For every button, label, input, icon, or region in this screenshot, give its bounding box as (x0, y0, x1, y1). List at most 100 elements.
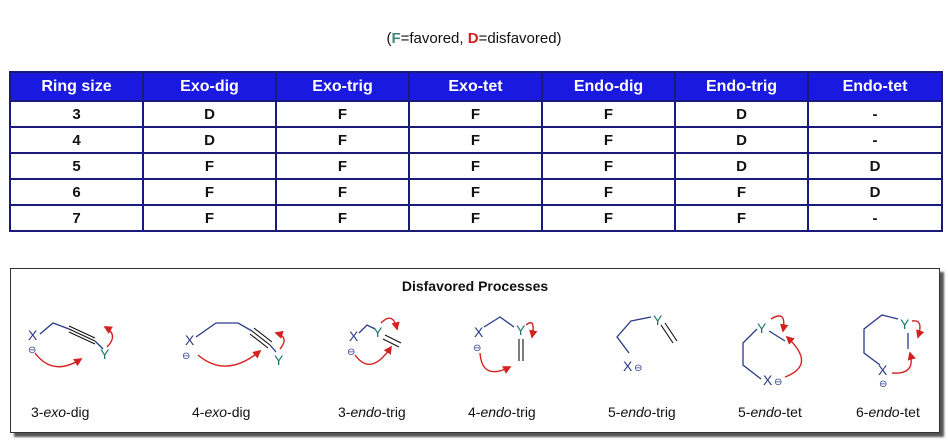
charge-symbol: ⊖ (473, 343, 481, 354)
table-cell: D (807, 178, 943, 206)
charge-symbol: ⊖ (634, 363, 642, 374)
atom-y: Y (100, 346, 110, 362)
table-cell: D (142, 100, 277, 128)
atom-y: Y (274, 352, 284, 368)
charge-symbol: ⊖ (182, 351, 190, 362)
arrow-curve (784, 335, 803, 378)
chain-bond (863, 314, 899, 366)
table-cell: D (674, 126, 809, 154)
bond (269, 344, 277, 353)
table-cell: F (541, 152, 676, 180)
legend-favored-key: F (391, 30, 401, 47)
ring-closure-table: Ring size Exo-dig Exo-trig Exo-tet Endo-… (9, 71, 943, 232)
table-cell: F (541, 178, 676, 206)
legend-disfavored-text: =disfavored) (478, 30, 562, 47)
atom-x: X (28, 327, 38, 343)
table-cell: D (674, 152, 809, 180)
triple-bond (68, 325, 96, 345)
legend-favored-text: =favored, (400, 30, 468, 47)
panel-title: Disfavored Processes (401, 278, 549, 294)
arrow-curve (770, 315, 789, 333)
double-bond (518, 339, 524, 361)
structure-5-endo-tet: Y X ⊖ (742, 315, 803, 388)
atom-y: Y (373, 324, 383, 340)
table-header-row: Ring size Exo-dig Exo-trig Exo-tet Endo-… (9, 71, 943, 102)
atom-y: Y (757, 320, 767, 336)
disfavored-processes-panel: Disfavored Processes X ⊖ Y X ⊖ Y X ⊖ Y (10, 268, 940, 433)
arrow-curve (274, 330, 285, 350)
table-cell: F (674, 204, 809, 232)
bond (94, 340, 104, 350)
arrow-curve (479, 352, 512, 374)
structure-4-endo-trig: X ⊖ Y (473, 316, 538, 374)
process-label: 6-endo-tet (856, 404, 920, 420)
ring-size-cell: 5 (9, 152, 144, 180)
process-label: 5-endo-tet (738, 404, 802, 420)
table-cell: F (674, 178, 809, 206)
table-cell: D (674, 100, 809, 128)
double-bond (660, 322, 678, 344)
atom-x: X (349, 328, 359, 344)
ring-size-cell: 7 (9, 204, 144, 232)
table-cell: F (541, 126, 676, 154)
arrow-curve (197, 349, 262, 367)
ring-size-cell: 3 (9, 100, 144, 128)
process-label: 5-endo-trig (608, 404, 676, 420)
charge-symbol: ⊖ (347, 347, 355, 358)
atom-x: X (474, 324, 484, 340)
arrow-curve (380, 317, 400, 331)
charge-symbol: ⊖ (28, 345, 36, 356)
table-cell: F (408, 152, 543, 180)
arrow-curve (911, 320, 925, 339)
table-cell: F (408, 178, 543, 206)
column-header: Exo-tet (408, 71, 543, 102)
table-cell: F (408, 100, 543, 128)
atom-y: Y (516, 322, 526, 338)
table-cell: - (807, 204, 943, 232)
chain-bond (742, 328, 762, 380)
table-cell: - (807, 126, 943, 154)
table-cell: D (142, 126, 277, 154)
table-cell: F (142, 152, 277, 180)
table-cell: D (807, 152, 943, 180)
table-cell: F (541, 204, 676, 232)
column-header: Endo-tet (807, 71, 943, 102)
double-bond (382, 334, 402, 348)
structure-5-endo-trig: Y X ⊖ (616, 312, 678, 374)
legend: (F=favored, D=disfavored) (0, 30, 948, 47)
table-cell: F (275, 100, 410, 128)
table-cell: F (142, 204, 277, 232)
process-label: 3-endo-trig (338, 404, 406, 420)
column-header: Exo-trig (275, 71, 410, 102)
process-label: 4-endo-trig (468, 404, 536, 420)
chain-bond (39, 322, 70, 335)
structure-6-endo-tet: Y X ⊖ (863, 314, 925, 390)
atom-x: X (623, 358, 633, 374)
chain-bond (483, 316, 515, 328)
table-cell: F (275, 126, 410, 154)
chain-bond (616, 316, 652, 354)
charge-symbol: ⊖ (774, 377, 782, 388)
chain-bond (195, 322, 253, 338)
atom-y: Y (900, 316, 910, 332)
atom-x: X (763, 372, 773, 388)
column-header: Endo-trig (674, 71, 809, 102)
triple-bond (249, 327, 273, 349)
process-label: 4-exo-dig (192, 404, 251, 420)
table-cell: F (408, 204, 543, 232)
arrow-curve (525, 322, 538, 339)
table-cell: F (275, 178, 410, 206)
column-header: Ring size (9, 71, 144, 102)
charge-symbol: ⊖ (879, 379, 887, 390)
column-header: Exo-dig (142, 71, 277, 102)
atom-y: Y (653, 312, 663, 328)
bond (768, 330, 786, 342)
legend-disfavored-key: D (467, 30, 479, 47)
atom-x: X (185, 332, 195, 348)
